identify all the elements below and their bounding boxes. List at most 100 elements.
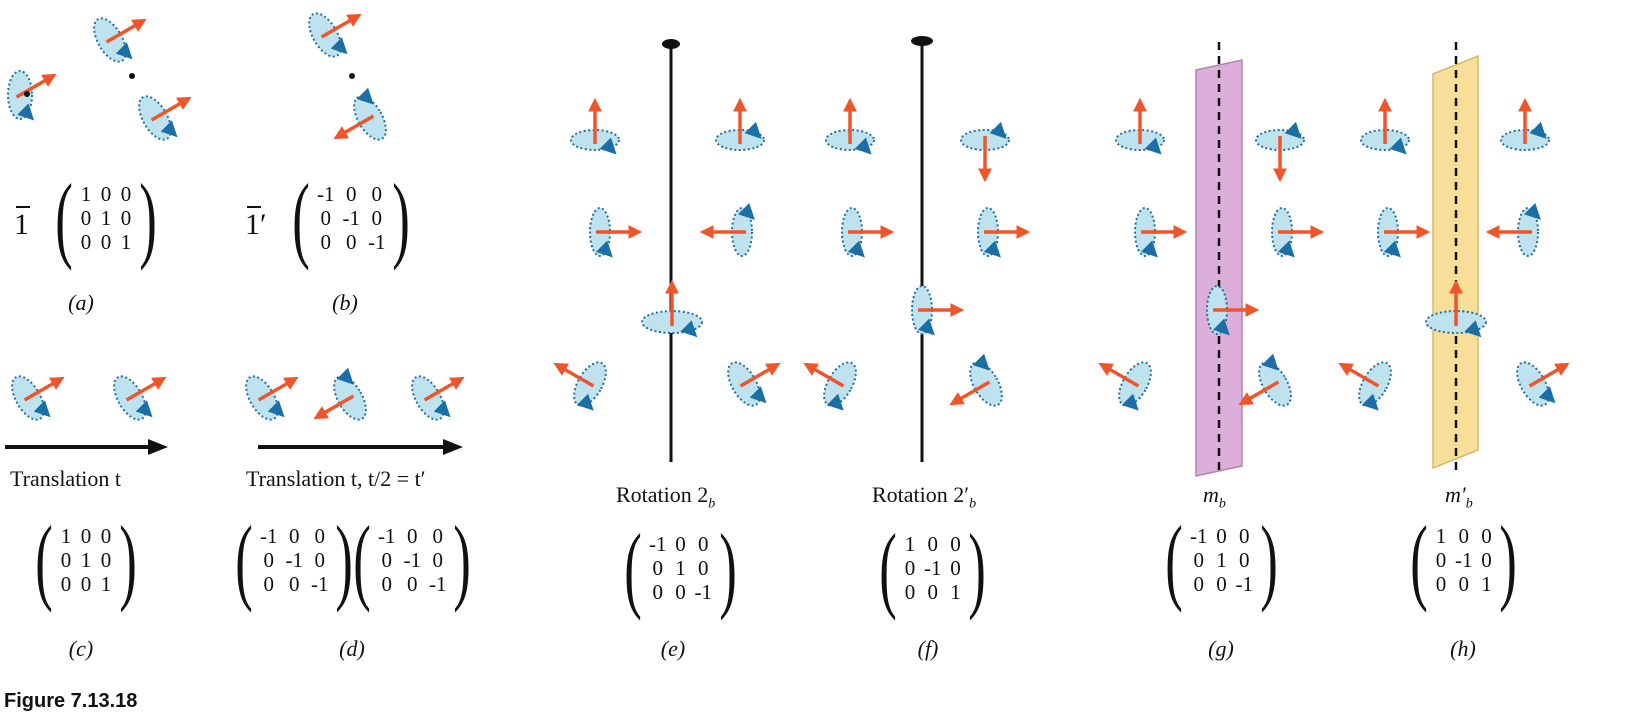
moment-arrow — [150, 96, 192, 122]
matrix-cell: 1 — [950, 580, 961, 604]
moment-arrow — [105, 18, 147, 44]
matrix-cell: 0 — [1435, 548, 1447, 572]
spin-direction-arrow — [1212, 318, 1230, 336]
inversion-glyph: 1 — [14, 208, 29, 241]
spin-direction-arrow — [336, 367, 354, 385]
right-paren: ) — [968, 514, 987, 621]
right-paren: ) — [1260, 506, 1278, 613]
twofold-axis-symbol — [662, 39, 680, 49]
matrix-cell: 0 — [1238, 548, 1250, 572]
rotation-label-f: Rotation 2′b — [872, 482, 976, 512]
spin-direction-arrow — [847, 240, 865, 258]
moment-arrow — [423, 376, 465, 402]
matrix-cell: -1 — [648, 532, 667, 556]
matrix-cell: -1 — [694, 580, 712, 604]
matrix-cell: 0 — [697, 532, 709, 556]
matrix-cell: -1 — [342, 206, 360, 230]
left-paren: ( — [879, 514, 897, 621]
matrix-cell: 0 — [1216, 572, 1227, 596]
moment-arrow — [1338, 362, 1380, 388]
matrix-cell: 0 — [904, 556, 916, 580]
spin-direction-arrow — [135, 400, 153, 418]
matrix-cell: -1 — [377, 524, 396, 548]
moment-arrow — [553, 362, 595, 388]
spin-direction-arrow — [972, 353, 990, 371]
mirror-plane — [1432, 54, 1479, 470]
matrix-cell: 0 — [432, 524, 443, 548]
right-paren: ) — [119, 506, 137, 613]
matrix-cell: 0 — [80, 572, 92, 596]
left-paren: ( — [1410, 506, 1428, 613]
matrix-cell: 0 — [263, 572, 274, 596]
matrix-cell: 1 — [120, 230, 132, 254]
matrix-cell: 0 — [100, 230, 112, 254]
matrix-cell: 0 — [263, 548, 274, 572]
matrix-cell: 0 — [406, 572, 418, 596]
spin-direction-arrow — [356, 87, 374, 105]
matrix-cell: 0 — [320, 230, 331, 254]
matrix-cell: 0 — [675, 532, 686, 556]
spin-direction-arrow — [989, 121, 1007, 139]
matrix-cell: 0 — [80, 230, 92, 254]
matrix-cell: 0 — [432, 548, 443, 572]
caption-f: (f) — [917, 636, 939, 661]
matrix-cell: 0 — [675, 580, 686, 604]
matrix-cell: 1 — [675, 556, 686, 580]
matrix-cell: 1 — [100, 572, 112, 596]
caption-a: (a) — [68, 290, 94, 315]
spin-direction-arrow — [680, 320, 698, 338]
matrix-cell: 1 — [80, 182, 92, 206]
rotation-text: Rotation 2 — [616, 482, 709, 507]
spin-direction-arrow — [1523, 202, 1541, 220]
caption-c: (c) — [68, 636, 94, 661]
matrix-cell: -1 — [923, 556, 942, 580]
moment-arrow — [333, 114, 375, 140]
spin-direction-arrow — [1144, 137, 1162, 155]
spin-direction-arrow — [1389, 137, 1407, 155]
matrix-cell: 1 — [1481, 572, 1492, 596]
inversion-prime-symbol-b: 1′ — [245, 206, 267, 242]
matrix-cell: 0 — [120, 206, 132, 230]
mirror-label-g: mb — [1203, 482, 1226, 512]
moment-arrow — [15, 73, 57, 99]
matrix-cell: 1 — [1216, 548, 1227, 572]
moment-arrow — [23, 376, 65, 402]
matrix-cell: 0 — [1481, 548, 1492, 572]
matrix-cell: -1 — [259, 524, 278, 548]
spin-direction-arrow — [737, 202, 755, 220]
matrix-cell: 0 — [60, 548, 72, 572]
matrix-cell: 0 — [288, 524, 300, 548]
inversion-center-dot — [129, 73, 135, 79]
matrix-cell: 0 — [381, 548, 392, 572]
matrix-cell: 0 — [1458, 524, 1469, 548]
matrix-cell: 0 — [371, 182, 382, 206]
caption-h: (h) — [1450, 636, 1476, 661]
matrix-cell: 0 — [1458, 572, 1469, 596]
spin-direction-arrow — [749, 386, 767, 404]
axis-subscript: b — [969, 496, 977, 512]
matrix-cell: -1 — [316, 182, 335, 206]
overbar — [16, 206, 30, 208]
spin-direction-arrow — [267, 400, 285, 418]
matrix-cell: 0 — [100, 182, 112, 206]
translation-label-d: Translation t, t/2 = t′ — [246, 466, 426, 491]
matrix-cell: 0 — [314, 548, 325, 572]
spin-direction-arrow — [1529, 121, 1547, 139]
matrix-cell: 0 — [652, 556, 663, 580]
rotation-label-e: Rotation 2b — [616, 482, 715, 512]
left-paren: ( — [624, 514, 642, 621]
caption-b: (b) — [332, 290, 358, 315]
matrix-cell: 1 — [80, 548, 92, 572]
matrix-cell: 0 — [288, 572, 300, 596]
right-paren: ) — [139, 164, 157, 271]
